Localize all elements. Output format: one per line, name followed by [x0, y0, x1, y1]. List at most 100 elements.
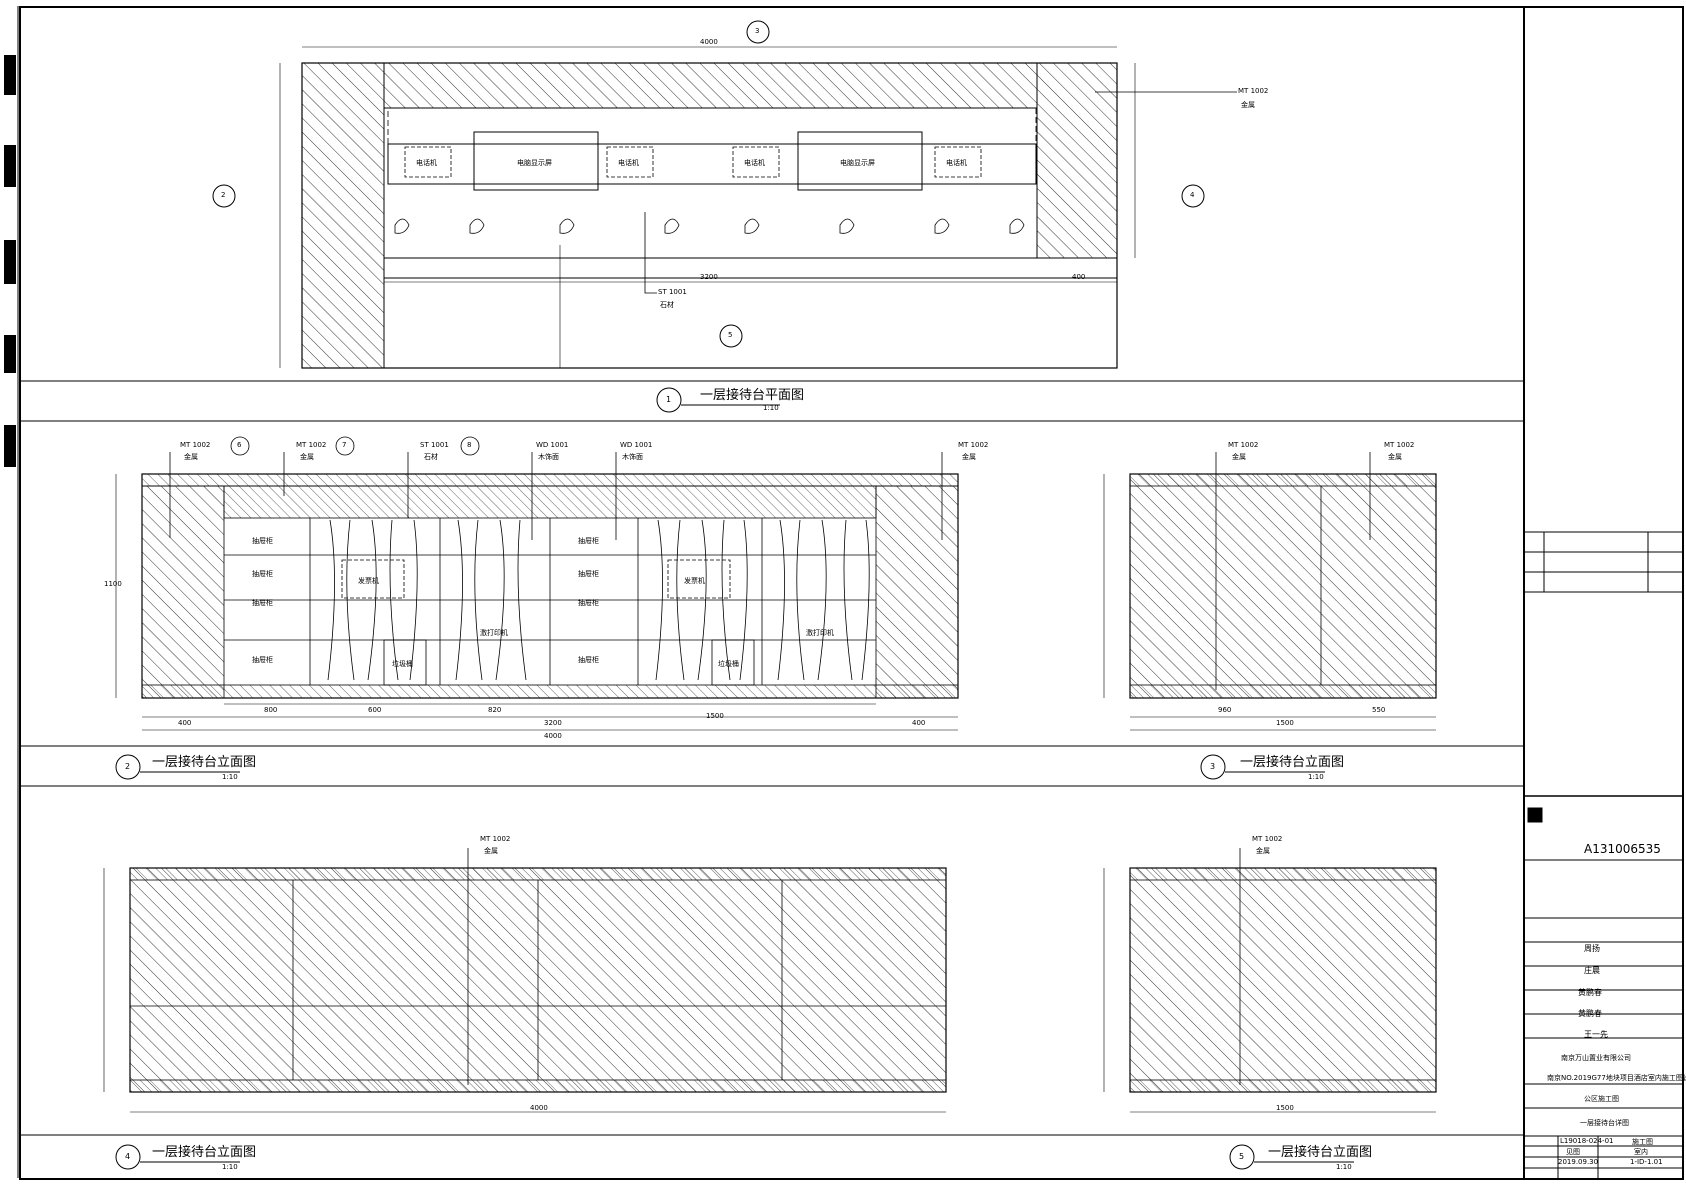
tb-project: 南京NO.2019G77地块项目酒店室内施工图设计: [1547, 1074, 1686, 1082]
tb-drawing-no: L19018-024-01: [1560, 1137, 1614, 1145]
elev4-tag: MT 1002: [480, 835, 511, 843]
elev2-dim-600: 600: [368, 706, 382, 714]
elev2-dim-820: 820: [488, 706, 502, 714]
elev2-equip-1: 抽屉柜: [252, 537, 273, 545]
elev2-dim-800: 800: [264, 706, 278, 714]
tb-name-5: 王一先: [1584, 1030, 1608, 1039]
elev2-detail-8: 8: [467, 441, 472, 449]
plan-tag-mt: MT 1002: [1238, 87, 1269, 95]
plan-label-phone-3: 电话机: [744, 159, 765, 167]
plan-dim-total: 4000: [700, 38, 718, 46]
elev2-dim-right: 400: [912, 719, 926, 727]
plan-number: 1: [666, 395, 672, 404]
title-block: [1524, 531, 1683, 1179]
tb-client: 南京万山置业有限公司: [1561, 1054, 1631, 1062]
elevation-3: [1103, 452, 1437, 731]
plan-label-phone-2: 电话机: [618, 159, 639, 167]
elev2-tag-6: MT 1002: [958, 441, 989, 449]
elev2-tag-3: ST 1001: [420, 441, 449, 449]
section-marker-bottom: 5: [728, 331, 733, 339]
plan-label-monitor-2: 电脑显示屏: [840, 159, 875, 167]
elev2-dim-left: 400: [178, 719, 192, 727]
tb-sheet-no: 1-ID-1.01: [1630, 1158, 1663, 1166]
elev2-equip-8: 抽屉柜: [578, 537, 599, 545]
elev2-tag-6-mat: 金属: [962, 453, 976, 461]
elev2-equip-3: 抽屉柜: [252, 599, 273, 607]
plan-scale: 1:10: [763, 404, 779, 412]
elev2-detail-7: 7: [342, 441, 347, 449]
elev3-dim-550: 550: [1372, 706, 1386, 714]
elev2-number: 2: [125, 762, 131, 771]
elev4-tag-mat: 金属: [484, 847, 498, 855]
tb-discipline: 室内: [1634, 1148, 1648, 1156]
elev2-dim-height: 1100: [104, 580, 122, 588]
elev3-scale: 1:10: [1308, 773, 1324, 781]
elev2-tag-1: MT 1002: [180, 441, 211, 449]
elev2-tag-5: WD 1001: [620, 441, 653, 449]
license-number: A131006535: [1584, 842, 1661, 856]
binding-strip: [4, 6, 19, 1178]
tb-name-1: 周扬: [1584, 944, 1600, 953]
elev4-number: 4: [125, 1152, 131, 1161]
elev4-title: 一层接待台立面图: [152, 1145, 257, 1160]
elev2-equip-10: 抽屉柜: [578, 599, 599, 607]
plan-view: [212, 20, 1237, 369]
elev3-tag-2: MT 1002: [1384, 441, 1415, 449]
plan-label-phone-1: 电话机: [416, 159, 437, 167]
elev4-scale: 1:10: [222, 1163, 238, 1171]
elev2-tag-5-mat: 木饰面: [622, 453, 643, 461]
elevation-4: [103, 848, 947, 1113]
elev5-dim-total: 1500: [1276, 1104, 1294, 1112]
elev2-equip-9: 抽屉柜: [578, 570, 599, 578]
plan-tag-mt-mat: 金属: [1241, 101, 1255, 109]
elev5-tag-mat: 金属: [1256, 847, 1270, 855]
elev2-scale: 1:10: [222, 773, 238, 781]
tb-stage: 施工图: [1632, 1138, 1653, 1146]
tb-drawing-name: 一层接待台详图: [1580, 1119, 1629, 1127]
elev5-number: 5: [1239, 1152, 1245, 1161]
section-marker-top: 3: [755, 27, 760, 35]
elev2-detail-6: 6: [237, 441, 242, 449]
elev5-tag: MT 1002: [1252, 835, 1283, 843]
elev2-tag-2-mat: 金属: [300, 453, 314, 461]
plan-label-monitor-1: 电脑显示屏: [517, 159, 552, 167]
elev3-tag-1: MT 1002: [1228, 441, 1259, 449]
plan-dim-right: 400: [1072, 273, 1086, 281]
tb-sheet-type: 见图: [1566, 1148, 1580, 1156]
tb-name-4: 黄鹏春: [1578, 1009, 1602, 1018]
elev2-tag-1-mat: 金属: [184, 453, 198, 461]
tb-name-3: 黄鹏春: [1578, 988, 1602, 997]
elev2-equip-12: 发票机: [684, 577, 705, 585]
elev2-title: 一层接待台立面图: [152, 755, 257, 770]
elev2-tag-4-mat: 木饰面: [538, 453, 559, 461]
elev3-tag-1-mat: 金属: [1232, 453, 1246, 461]
elev5-scale: 1:10: [1336, 1163, 1352, 1171]
plan-label-phone-4: 电话机: [946, 159, 967, 167]
elev2-equip-13: 垃圾桶: [718, 660, 739, 668]
elev2-tag-3-mat: 石材: [424, 453, 438, 461]
elev2-dim-3200: 3200: [544, 719, 562, 727]
elev2-equip-6: 垃圾桶: [392, 660, 413, 668]
plan-tag-st: ST 1001: [658, 288, 687, 296]
elev2-equip-14: 激打印机: [806, 629, 834, 637]
elevation-5: [1103, 848, 1437, 1113]
elev2-tag-4: WD 1001: [536, 441, 569, 449]
plan-dim-middle: 3200: [700, 273, 718, 281]
elev3-number: 3: [1210, 762, 1216, 771]
elev3-dim-1500: 1500: [1276, 719, 1294, 727]
elev2-dim-1500: 1500: [706, 712, 724, 720]
elev3-title: 一层接待台立面图: [1240, 755, 1345, 770]
elev2-dim-4000: 4000: [544, 732, 562, 740]
elevation-2: [115, 436, 959, 731]
elev2-equip-4: 抽屉柜: [252, 656, 273, 664]
elev2-tag-2: MT 1002: [296, 441, 327, 449]
tb-date: 2019.09.30: [1558, 1158, 1599, 1166]
elev2-equip-2: 抽屉柜: [252, 570, 273, 578]
elev2-equip-5: 发票机: [358, 577, 379, 585]
elev2-equip-11: 抽屉柜: [578, 656, 599, 664]
elev3-tag-2-mat: 金属: [1388, 453, 1402, 461]
section-marker-left: 2: [221, 191, 226, 199]
tb-phase: 公区施工图: [1584, 1095, 1619, 1103]
plan-title: 一层接待台平面图: [700, 388, 805, 403]
